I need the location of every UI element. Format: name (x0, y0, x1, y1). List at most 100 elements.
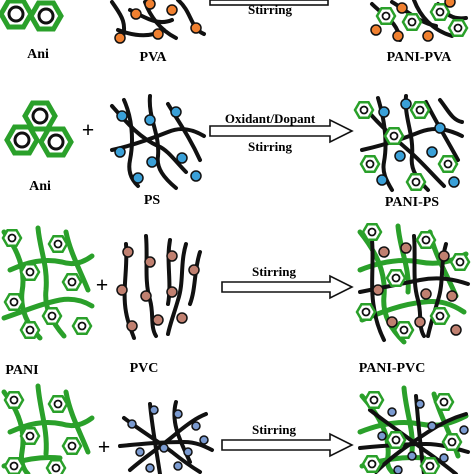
dopant-particle (393, 465, 403, 474)
dopant-particle (394, 150, 406, 162)
dopant-particle (145, 463, 155, 473)
dopant-particle (446, 290, 458, 302)
aniline-ring-icon (359, 154, 381, 174)
dopant-particle (149, 405, 159, 415)
aniline-ring-icon (393, 320, 415, 340)
pva-label: PVA (140, 50, 168, 65)
aniline-monomers-row1 (1, 1, 61, 29)
plus-sign-row3: + (96, 272, 109, 297)
dopant-particle (377, 431, 387, 441)
aniline-ring-icon (355, 302, 377, 322)
dopant-particle (122, 246, 134, 258)
dopant-particle (159, 443, 169, 453)
ps-label: PS (144, 193, 161, 208)
pani-polymer (1, 225, 95, 341)
plus-sign-row4: + (98, 434, 111, 459)
pani-ps-composite (353, 94, 464, 192)
plus-sign-row2: + (82, 117, 95, 142)
aniline-ring-icon (429, 306, 451, 326)
dopant-particle (378, 106, 390, 118)
pani-pva-label: PANI-PVA (387, 50, 453, 65)
dopant-particle (434, 122, 446, 134)
row-1: Ani PVA Stirring (1, 0, 469, 65)
dopant-particle (420, 288, 432, 300)
dopant-particle (396, 2, 408, 14)
pvc-polymer (116, 234, 202, 340)
pani-pvc-label: PANI-PVC (359, 361, 426, 376)
arrow-label-bottom-row2: Stirring (248, 139, 293, 154)
aniline-ring-icon (449, 252, 471, 272)
aniline-ring-icon (1, 1, 31, 27)
dopant-particle (146, 156, 158, 168)
dopant-particle (372, 284, 384, 296)
aniline-ring-icon (41, 306, 63, 326)
dopant-particle (114, 146, 126, 158)
aniline-ring-icon (47, 234, 69, 254)
reaction-arrow-row3 (221, 274, 354, 300)
dopant-particle (439, 453, 449, 463)
aniline-ring-icon (3, 292, 25, 312)
polymer-row4 (118, 400, 214, 474)
pvc-label: PVC (130, 361, 159, 376)
aniline-ring-icon (361, 454, 383, 474)
aniline-ring-icon (19, 426, 41, 446)
pva-particles (114, 0, 202, 44)
aniline-ring-icon (437, 154, 459, 174)
dopant-particle (191, 421, 201, 431)
dopant-particle (387, 407, 397, 417)
aniline-ring-icon (19, 320, 41, 340)
row-3: + PANI PVC Stirring (1, 222, 471, 378)
aniline-ring-icon (363, 390, 385, 410)
ps-polymer (110, 94, 206, 190)
aniline-ring-icon (45, 458, 67, 474)
aniline-ring-icon (31, 3, 61, 29)
pani-label-row3: PANI (5, 363, 38, 378)
aniline-ring-icon (3, 456, 25, 474)
dopant-particle (144, 114, 156, 126)
dopant-particle (188, 264, 200, 276)
dopant-particle (407, 451, 417, 461)
dopant-particle (166, 4, 178, 16)
dopant-particle (414, 316, 426, 328)
aniline-ring-icon (405, 172, 427, 192)
pani-ps-label: PANI-PS (385, 195, 439, 210)
row-2: + Ani PS Oxidant/Dopant Stirring (7, 94, 464, 210)
pani-pva-composite (370, 0, 469, 42)
aniline-ring-icon (3, 390, 25, 410)
aniline-ring-icon (361, 222, 383, 242)
aniline-ring-icon (419, 456, 441, 474)
dopant-particle (116, 284, 128, 296)
arrow-label-top-row4: Stirring (252, 422, 297, 437)
pani-pvc-composite (355, 222, 471, 345)
dopant-particle (183, 447, 193, 457)
dopant-particle (144, 256, 156, 268)
aniline-ring-icon (71, 316, 93, 336)
dopant-particle (392, 30, 404, 42)
aniline-ring-icon (61, 272, 83, 292)
aniline-ring-icon (19, 262, 41, 282)
arrow-label-top-row3: Stirring (252, 264, 297, 279)
dopant-particle (438, 250, 450, 262)
dopant-particle (170, 106, 182, 118)
dopant-particle (126, 320, 138, 332)
aniline-ring-icon (409, 100, 431, 120)
dopant-particle (459, 425, 469, 435)
row-4: + Stirring (1, 383, 470, 474)
aniline-ring-icon (353, 100, 375, 120)
dopant-particle (144, 0, 156, 10)
dopant-particle (426, 146, 438, 158)
dopant-particle (422, 30, 434, 42)
aniline-ring-icon (433, 392, 455, 412)
dopant-particle (427, 421, 437, 431)
pani-polymer-row4 (1, 383, 95, 474)
dopant-particle (173, 461, 183, 471)
dopant-particle (176, 152, 188, 164)
dopant-particle (166, 250, 178, 262)
aniline-ring-icon (41, 129, 71, 155)
aniline-ring-icon (1, 228, 23, 248)
aniline-ring-icon (447, 18, 469, 38)
dopant-particle (386, 316, 398, 328)
aniline-ring-icon (385, 268, 407, 288)
dopant-particle (190, 170, 202, 182)
dopant-particle (378, 246, 390, 258)
